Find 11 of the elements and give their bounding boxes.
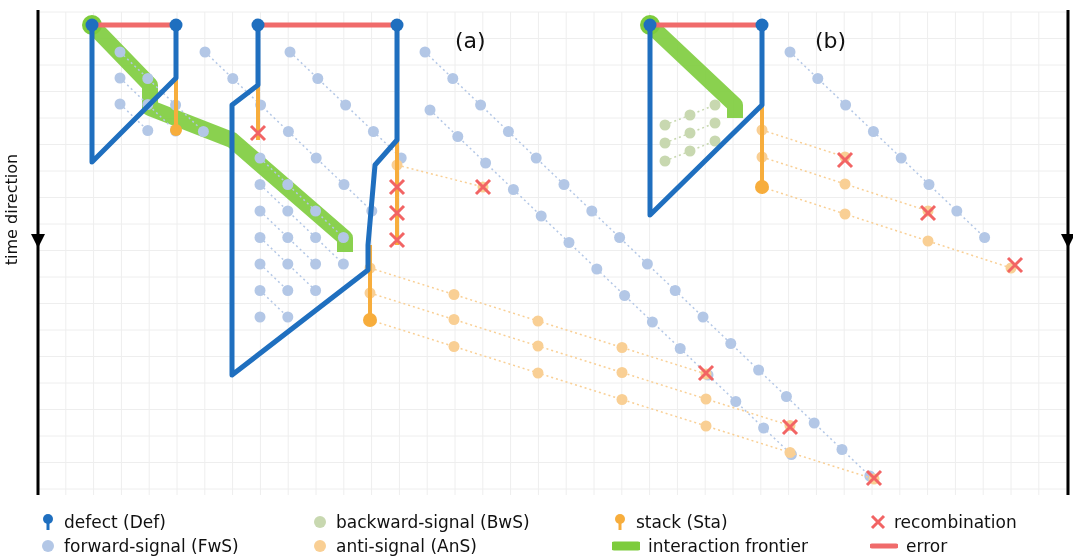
legend-text: defect (Def) [64, 512, 166, 532]
legend-text: recombination [894, 512, 1017, 532]
legend-text: anti-signal (AnS) [336, 536, 477, 556]
legend-text: interaction frontier [648, 536, 808, 556]
legend-text: backward-signal (BwS) [336, 512, 530, 532]
legend-text: error [906, 536, 948, 556]
panel-label: (a) [455, 28, 486, 53]
panel-label: (b) [815, 28, 847, 53]
legend-text: forward-signal (FwS) [64, 536, 239, 556]
axis-label: time direction [1, 152, 21, 268]
legend-text: stack (Sta) [636, 512, 728, 532]
